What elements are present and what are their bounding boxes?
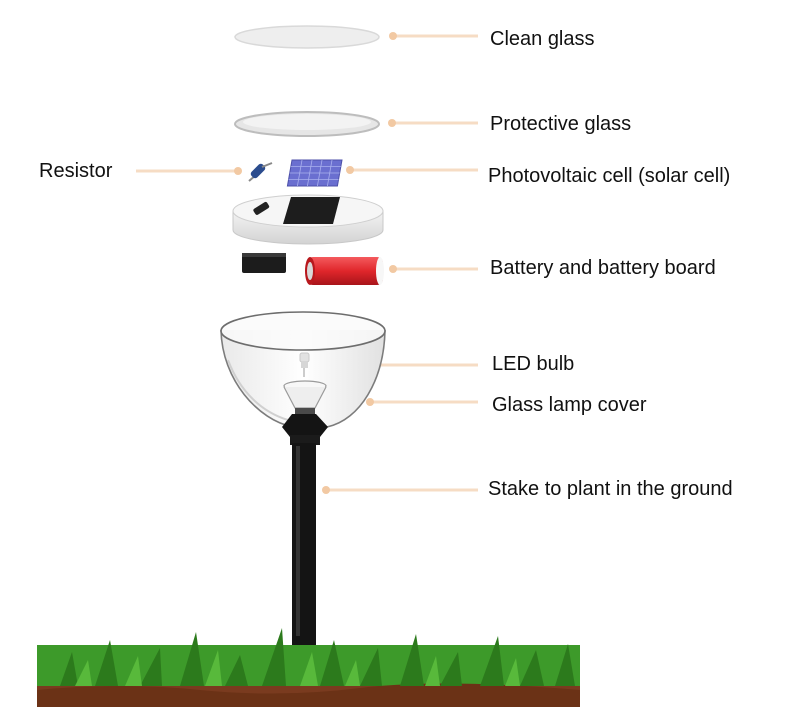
- label-battery: Battery and battery board: [490, 257, 716, 279]
- label-glass-lamp-cover: Glass lamp cover: [492, 394, 647, 416]
- protective-glass-inner: [243, 114, 371, 130]
- led-bulb: [299, 352, 310, 377]
- label-resistor: Resistor: [39, 160, 113, 182]
- battery-board-edge: [242, 253, 286, 257]
- leader-dot-photovoltaic: [346, 166, 354, 174]
- battery-board: [242, 253, 286, 273]
- photovoltaic-cell-panel: [286, 159, 343, 187]
- label-stake: Stake to plant in the ground: [488, 478, 733, 500]
- leader-dot-clean-glass: [389, 32, 397, 40]
- clean-glass-disc: [234, 25, 380, 49]
- label-clean-glass: Clean glass: [490, 28, 595, 50]
- battery-cell: [305, 257, 384, 285]
- leader-dot-resistor: [234, 167, 242, 175]
- lamp-reflector: [283, 380, 327, 415]
- grass-ground: [37, 628, 580, 707]
- ground-stake: [282, 414, 328, 645]
- leader-dot-stake: [322, 486, 330, 494]
- label-photovoltaic-cell: Photovoltaic cell (solar cell): [488, 165, 731, 187]
- label-protective-glass: Protective glass: [490, 113, 632, 135]
- leader-dot-battery: [389, 265, 397, 273]
- label-led-bulb: LED bulb: [492, 353, 575, 375]
- leader-dot-lamp-cover: [366, 398, 374, 406]
- resistor-component: [248, 162, 273, 182]
- housing-disc: [232, 194, 384, 245]
- leader-dot-protective-glass: [388, 119, 396, 127]
